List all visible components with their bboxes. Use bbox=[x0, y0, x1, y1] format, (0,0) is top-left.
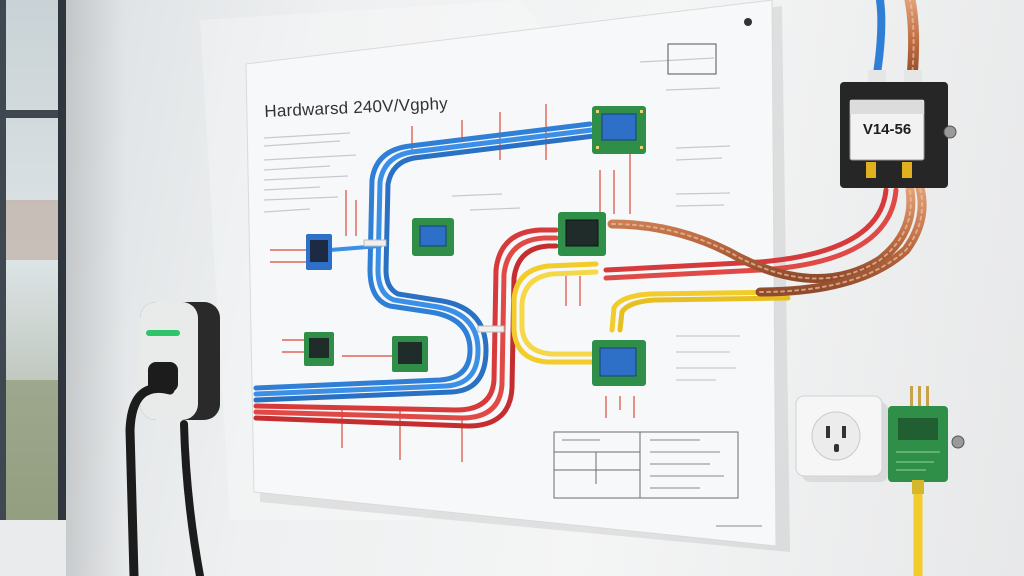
window-shadow bbox=[66, 0, 126, 576]
breaker-box bbox=[840, 82, 957, 188]
breaker-label: V14-56 bbox=[862, 121, 912, 138]
cable-gland bbox=[904, 70, 922, 84]
ev-charger bbox=[125, 302, 220, 576]
blue-wire-bundle bbox=[253, 121, 597, 403]
pcb-module-bottom-right bbox=[592, 340, 646, 386]
wall-outlet bbox=[795, 395, 888, 482]
pcb-module-bottom-left bbox=[304, 332, 334, 366]
yellow-wire-bundle bbox=[511, 261, 791, 365]
copper-cables bbox=[607, 0, 927, 297]
poster-pin bbox=[744, 18, 752, 26]
window bbox=[0, 0, 66, 576]
pcb-module-bottom-mid bbox=[392, 336, 428, 372]
poster-table-text bbox=[562, 439, 762, 527]
pcb-module-middle bbox=[412, 218, 454, 256]
poster-note-box bbox=[667, 43, 717, 75]
plug-in-pcb-device bbox=[888, 386, 965, 576]
pcb-module-center-right bbox=[558, 212, 606, 256]
poster-text-lines bbox=[263, 57, 740, 381]
cable-gland bbox=[868, 70, 886, 84]
cable-tie bbox=[363, 239, 387, 247]
poster-table bbox=[553, 431, 739, 499]
pcb-module-left bbox=[306, 234, 332, 270]
blue-feed-cable bbox=[872, 0, 886, 84]
cable-tie bbox=[477, 325, 505, 333]
pcb-module-top bbox=[592, 106, 646, 154]
red-wire-bundle bbox=[253, 187, 899, 429]
